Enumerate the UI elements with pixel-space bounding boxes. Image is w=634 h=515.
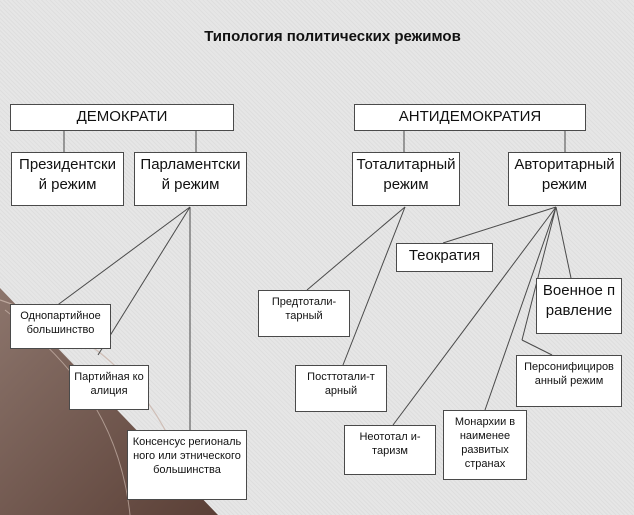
presidential-label: Президентский режим (19, 156, 116, 193)
pre-totalitarian-label: Предтотали-тарный (271, 296, 337, 322)
one-party-box: Однопартийное большинство (10, 304, 111, 349)
consensus-box: Консенсус регионального или этнического … (127, 430, 247, 500)
monarchies-label: Монархии в наименее развитых странах (454, 416, 516, 470)
totalitarian-box: Тоталитарный режим (352, 152, 460, 206)
military-box: Военное правление (536, 278, 622, 334)
authoritarian-box: Авторитарный режим (508, 152, 621, 206)
one-party-label: Однопартийное большинство (20, 310, 101, 336)
post-totalitarian-box: Посттотали-тарный (295, 365, 387, 412)
pre-totalitarian-box: Предтотали-тарный (258, 290, 350, 337)
post-totalitarian-label: Посттотали-тарный (307, 371, 375, 397)
antidemocracy-label: АНТИДЕМОКРАТИЯ (398, 108, 542, 125)
party-coalition-box: Партийная коалиция (69, 365, 149, 410)
authoritarian-label: Авторитарный режим (514, 156, 615, 193)
monarchies-box: Монархии в наименее развитых странах (443, 410, 527, 480)
theocracy-label: Теократия (408, 247, 481, 264)
parliamentary-box: Парламентский режим (134, 152, 247, 206)
democracy-box: ДЕМОКРАТИЯ (10, 104, 234, 131)
antidemocracy-box: АНТИДЕМОКРАТИЯ (354, 104, 586, 131)
party-coalition-label: Партийная коалиция (74, 371, 144, 397)
democracy-label: ДЕМОКРАТИЯ (76, 108, 168, 130)
presidential-box: Президентский режим (11, 152, 124, 206)
neo-totalitarian-box: Неототал и-таризм (344, 425, 436, 475)
personalized-box: Персонифицированный режим (516, 355, 622, 407)
totalitarian-label: Тоталитарный режим (356, 156, 456, 193)
military-label: Военное правление (542, 282, 616, 319)
personalized-label: Персонифицированный режим (524, 361, 614, 387)
consensus-label: Консенсус регионального или этнического … (132, 436, 242, 476)
parliamentary-label: Парламентский режим (140, 156, 241, 193)
theocracy-box: Теократия (396, 243, 493, 272)
page-title: Типология политических режимов (204, 28, 461, 45)
neo-totalitarian-label: Неототал и-таризм (359, 431, 421, 457)
